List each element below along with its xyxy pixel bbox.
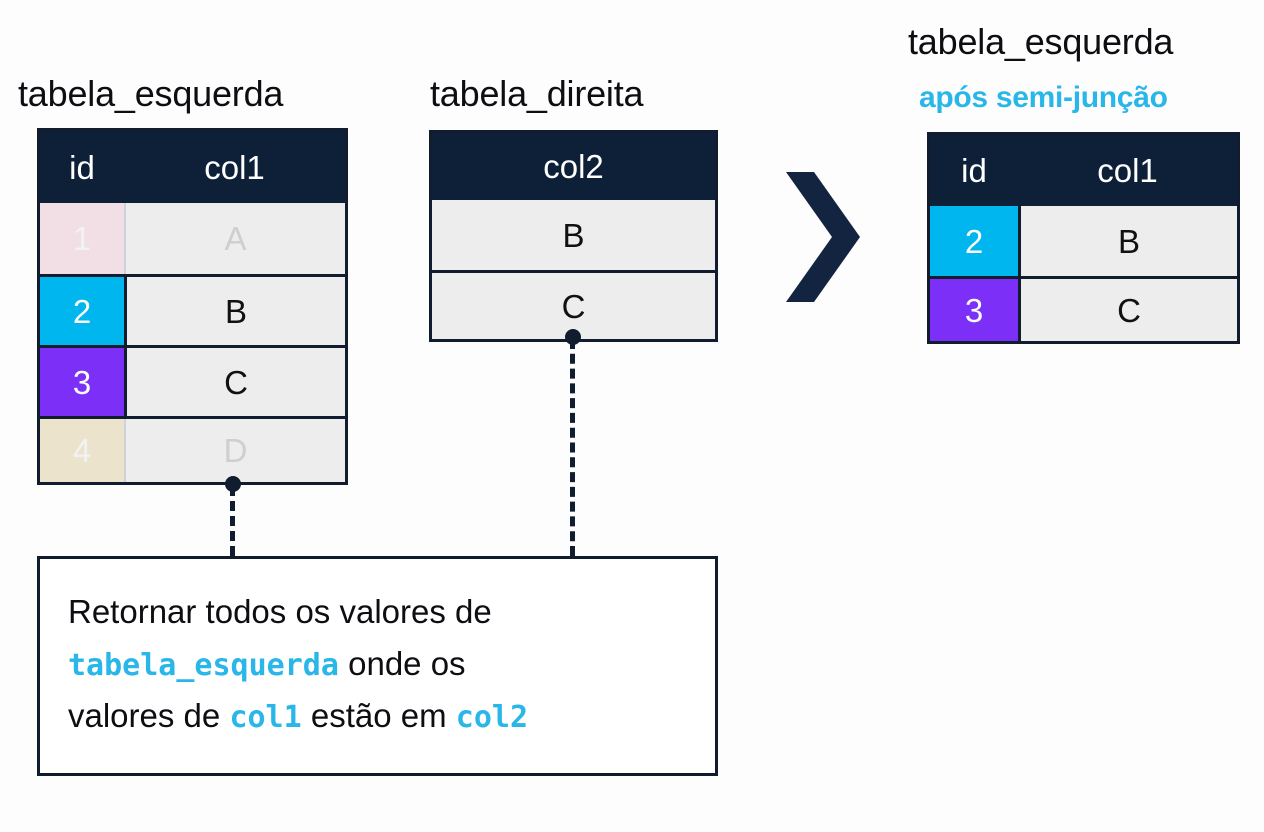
table-row: 3 C [40,345,345,416]
connector-line-right-table [570,339,575,556]
caption-line-1: Retornar todos os valores de [68,586,492,638]
right-cell-col2-2: C [432,273,715,339]
caption-code-tabela-esquerda: tabela_esquerda [68,648,339,683]
table-row: 3 C [930,276,1237,341]
table-row: 4 D [40,416,345,482]
result-table-title: tabela_esquerda [908,21,1174,62]
left-cell-col1-3: C [124,348,345,416]
caption-line-2: tabela_esquerda onde os [68,638,466,692]
result-cell-col1-2: B [1018,206,1237,276]
connector-line-left-table [230,486,235,556]
caption-line1-text: Retornar todos os valores de [68,593,492,630]
caption-line2-text: onde os [348,645,466,682]
left-table: id col1 1 A 2 B 3 C 4 D [37,128,348,485]
caption-code-col2: col2 [455,700,529,735]
left-cell-id-3: 3 [40,348,124,416]
table-row: C [432,270,715,339]
left-table-header-id: id [69,148,95,186]
left-cell-col1-1: A [124,203,345,274]
caption-box [37,556,718,776]
left-cell-id-4: 4 [40,419,124,482]
table-row: 2 B [40,274,345,345]
right-table-header-col2: col2 [543,148,604,185]
result-cell-id-3: 3 [930,279,1018,341]
left-table-header-row: id col1 [40,131,345,203]
result-table-subtitle: após semi-junção [919,81,1168,114]
table-row: B [432,200,715,270]
right-table-title: tabela_direita [430,73,644,114]
result-table-header-id: id [961,152,987,189]
table-row: 2 B [930,206,1237,276]
right-cell-col2-1: B [432,200,715,270]
caption-line3-text-a: valores de [68,697,221,734]
left-table-title: tabela_esquerda [18,73,284,114]
result-table-header-col1: col1 [1097,152,1158,189]
caption-line3-text-b: estão em [310,697,447,734]
left-cell-col1-2: B [124,277,345,345]
left-cell-id-1: 1 [40,203,124,274]
left-cell-col1-4: D [124,419,345,482]
left-cell-id-2: 2 [40,277,124,345]
result-table-header-row: id col1 [930,135,1237,206]
connector-dot-left-table [225,476,241,492]
connector-dot-right-table [565,329,581,345]
result-cell-id-2: 2 [930,206,1018,276]
table-row: 1 A [40,203,345,274]
result-cell-col1-3: C [1018,279,1237,341]
right-table-header-row: col2 [432,133,715,200]
caption-code-col1: col1 [229,700,302,735]
result-table: id col1 2 B 3 C [927,132,1240,344]
caption-line-3: valores de col1 estão em col2 [68,690,528,744]
left-table-header-col1: col1 [204,148,265,186]
right-table: col2 B C [429,130,718,342]
